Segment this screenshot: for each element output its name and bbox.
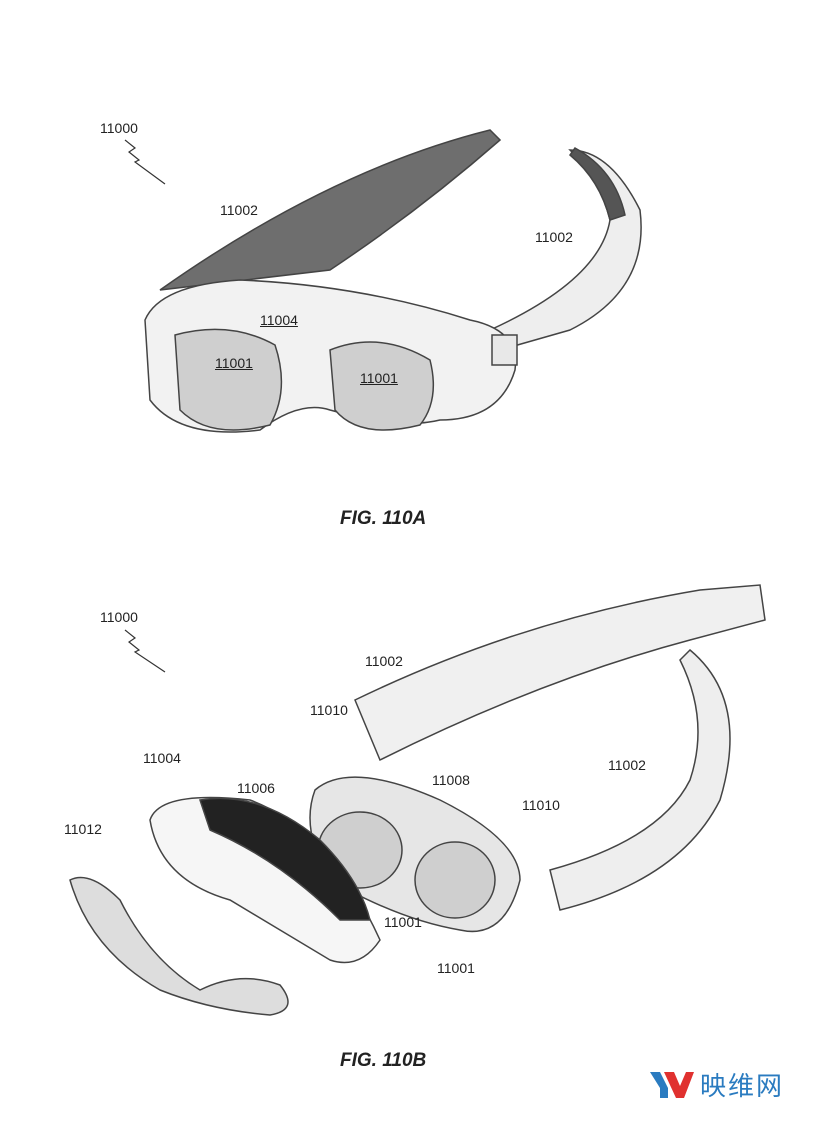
leader-arrow xyxy=(124,629,166,673)
label-frame: 11004 xyxy=(260,312,298,328)
headset-exploded xyxy=(69,584,766,1016)
watermark-text: 映维网 xyxy=(700,1071,785,1101)
label-connector: 11010 xyxy=(310,702,348,718)
label-eyepiece: 11008 xyxy=(432,772,470,788)
watermark: 映维网 xyxy=(650,1066,784,1103)
label-strap: 11002 xyxy=(365,653,403,669)
label-device: 11000 xyxy=(100,120,138,136)
label-face-pad: 11012 xyxy=(64,821,102,837)
label-strap: 11002 xyxy=(220,202,258,218)
label-connector: 11010 xyxy=(522,797,560,813)
label-lens: 11001 xyxy=(384,914,422,930)
label-strap: 11002 xyxy=(608,757,646,773)
leader-arrow xyxy=(124,139,166,185)
figure-caption: FIG. 110A xyxy=(340,508,427,529)
label-gasket: 11006 xyxy=(237,780,275,796)
headset-assembled xyxy=(144,129,642,433)
label-device: 11000 xyxy=(100,609,138,625)
label-lens: 11001 xyxy=(437,960,475,976)
label-lens: 11001 xyxy=(215,355,253,371)
figure-caption: FIG. 110B xyxy=(340,1050,427,1071)
label-lens: 11001 xyxy=(360,370,398,386)
label-frame: 11004 xyxy=(143,750,181,766)
watermark-logo-icon xyxy=(650,1071,694,1098)
label-strap: 11002 xyxy=(535,229,573,245)
